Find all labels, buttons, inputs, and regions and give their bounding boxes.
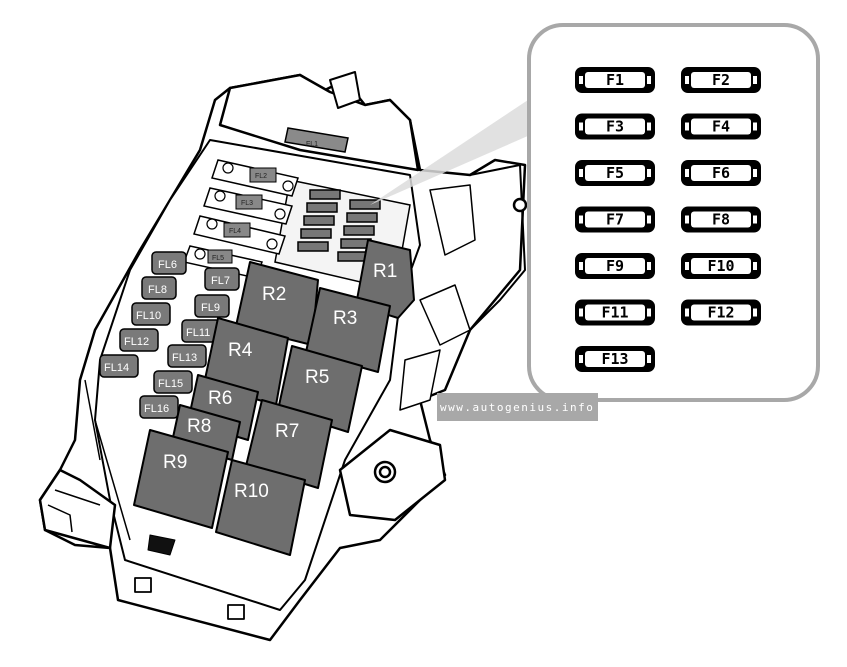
relay-label: R3: [333, 308, 357, 329]
fuse-inset-panel: [527, 23, 820, 402]
fuse-f4: F4: [681, 113, 761, 140]
relay-r2: R2: [235, 261, 319, 346]
fusible-link-fl7: FL7: [204, 267, 240, 291]
fusible-link-fl10: FL10: [131, 302, 171, 326]
fusible-link-label: FL11: [186, 327, 210, 339]
fusible-link-fl11: FL11: [181, 319, 221, 343]
fusible-link-label: FL10: [136, 310, 161, 322]
fusible-link-label: FL7: [211, 275, 230, 287]
fusible-link-label: FL3: [241, 200, 253, 207]
fuse-label: F3: [606, 118, 624, 136]
relay-label: R5: [305, 367, 329, 388]
fuse-f3: F3: [575, 113, 655, 140]
fuse-f5: F5: [575, 160, 655, 186]
fuse-label: F7: [606, 211, 624, 229]
fuse-f2: F2: [681, 67, 761, 93]
fuse-label: F13: [601, 350, 628, 368]
fuse-f1: F1: [575, 67, 655, 93]
relay-r1: R1: [355, 239, 415, 319]
fusible-link-fl8: FL8: [141, 276, 177, 300]
relay-label: R10: [234, 481, 269, 502]
fuse-f12: F12: [681, 299, 761, 326]
fuse-label: F12: [707, 304, 734, 322]
relay-label: R8: [187, 416, 211, 437]
relay-label: R9: [163, 452, 187, 473]
relay-label: R1: [373, 261, 397, 282]
fusible-link-label: FL12: [124, 336, 149, 348]
fuse-f10: F10: [681, 253, 761, 279]
fusible-link-label: FL8: [148, 284, 167, 296]
fusible-link-fl14: FL14: [99, 354, 139, 378]
watermark: www.autogenius.info: [437, 393, 598, 421]
fusible-link-fl3: FL3: [203, 187, 293, 225]
relay-label: R6: [208, 388, 232, 409]
fusible-link-label: FL13: [172, 352, 197, 364]
fuse-f7: F7: [575, 206, 655, 233]
fusible-link-label: FL9: [201, 302, 220, 314]
fusible-link-fl2: FL2: [211, 159, 299, 197]
fusible-link-label: FL14: [104, 362, 129, 374]
fuse-label: F11: [601, 304, 628, 322]
fuse-f8: F8: [681, 206, 761, 233]
relay-r3: R3: [305, 287, 391, 373]
relay-r9: R9: [133, 429, 229, 529]
fusible-link-fl12: FL12: [119, 328, 159, 352]
fusible-link-fl1: FL1: [284, 127, 349, 153]
relay-r10: R10: [215, 459, 306, 556]
fusible-link-label: FL6: [158, 259, 177, 271]
relay-label: R4: [228, 340, 253, 361]
fuse-f11: F11: [575, 299, 655, 326]
fuse-label: F9: [606, 257, 624, 275]
fusible-link-label: FL1: [306, 141, 318, 148]
fuse-label: F8: [712, 211, 730, 229]
fuse-label: F2: [712, 71, 730, 89]
fusible-link-label: FL5: [212, 255, 224, 262]
fusible-link-fl15: FL15: [153, 370, 193, 394]
relay-r7: R7: [245, 399, 333, 489]
fusible-link-fl16: FL16: [139, 395, 179, 419]
watermark-text: www.autogenius.info: [440, 401, 594, 414]
fuse-f9: F9: [575, 253, 655, 279]
relay-label: R2: [262, 284, 286, 305]
fusible-link-fl13: FL13: [167, 344, 207, 368]
fusible-link-fl4: FL4: [193, 215, 286, 255]
fuse-label: F4: [712, 118, 730, 136]
fusible-link-label: FL15: [158, 378, 183, 390]
fuse-label: F1: [606, 71, 624, 89]
fuse-label: F5: [606, 164, 624, 182]
relay-label: R7: [275, 421, 299, 442]
fusible-link-fl6: FL6: [151, 251, 187, 275]
fusible-link-fl9: FL9: [194, 294, 230, 318]
fuse-f13: F13: [575, 346, 655, 372]
zoom-indicator-beam: [370, 100, 530, 205]
fuse-f6: F6: [681, 160, 761, 186]
fuse-label: F10: [707, 257, 734, 275]
fuse-label: F6: [712, 164, 730, 182]
fusible-link-label: FL16: [144, 403, 169, 415]
fusible-link-label: FL4: [229, 228, 241, 235]
fusible-link-label: FL2: [255, 173, 267, 180]
